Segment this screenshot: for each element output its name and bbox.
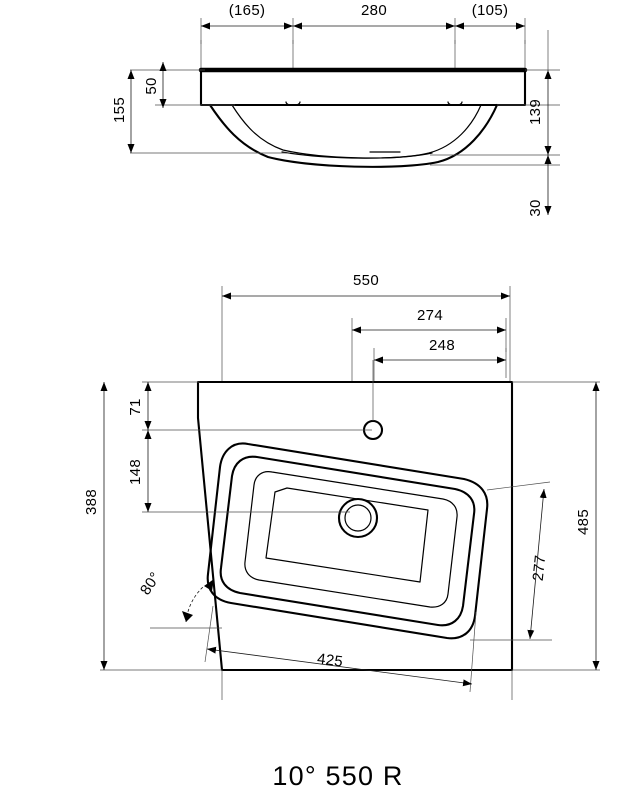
taphole-right-ellipse [447, 101, 463, 106]
angle-arrow-upper [204, 579, 214, 591]
dimtext-165: (165) [229, 2, 266, 19]
dimline-425 [206, 646, 473, 687]
dimtext-155: 155 [111, 97, 128, 123]
bowl-base-rect [265, 487, 429, 583]
bowl-inner-profile [231, 104, 482, 159]
basin-plan-outline [196, 380, 514, 672]
counter-slab-outline [199, 68, 527, 107]
dimtext-248: 248 [429, 337, 455, 354]
dimtext-425: 425 [316, 650, 344, 670]
dimtext-30: 30 [527, 199, 544, 216]
dimtext-485: 485 [575, 509, 592, 535]
taphole-left-ellipse [285, 101, 301, 106]
dimtext-50: 50 [143, 77, 160, 94]
dimtext-388: 388 [83, 489, 100, 515]
dimtext-280: 280 [361, 2, 387, 19]
drain-hole-outer [337, 497, 379, 539]
drawing-title: 10° 550 R [272, 761, 403, 791]
front-elevation-view: (165) 280 (105) 155 50 139 30 [111, 2, 560, 217]
dimtext-139: 139 [527, 99, 544, 125]
dimtext-274: 274 [417, 307, 443, 324]
dimtext-148: 148 [127, 459, 144, 485]
bowl-outer-profile [208, 103, 499, 168]
dimtext-550: 550 [353, 272, 379, 289]
bowl-base-line [281, 151, 433, 159]
drain-hole-inner [344, 504, 372, 532]
angle-arrow-lower [182, 611, 193, 622]
bowl-rim-inner [244, 471, 458, 608]
dimtext-80deg: 80° [137, 569, 164, 598]
dimtext-277: 277 [530, 554, 550, 582]
ext-425-left [204, 605, 214, 663]
dimline-277 [527, 488, 547, 640]
plan-view: 550 274 248 [83, 272, 600, 700]
ext-277-top [486, 481, 551, 491]
dimtext-105: (105) [472, 2, 509, 19]
bowl-rim-middle [219, 455, 476, 627]
bowl-rim-outer [206, 442, 489, 640]
dimtext-71: 71 [127, 398, 144, 415]
